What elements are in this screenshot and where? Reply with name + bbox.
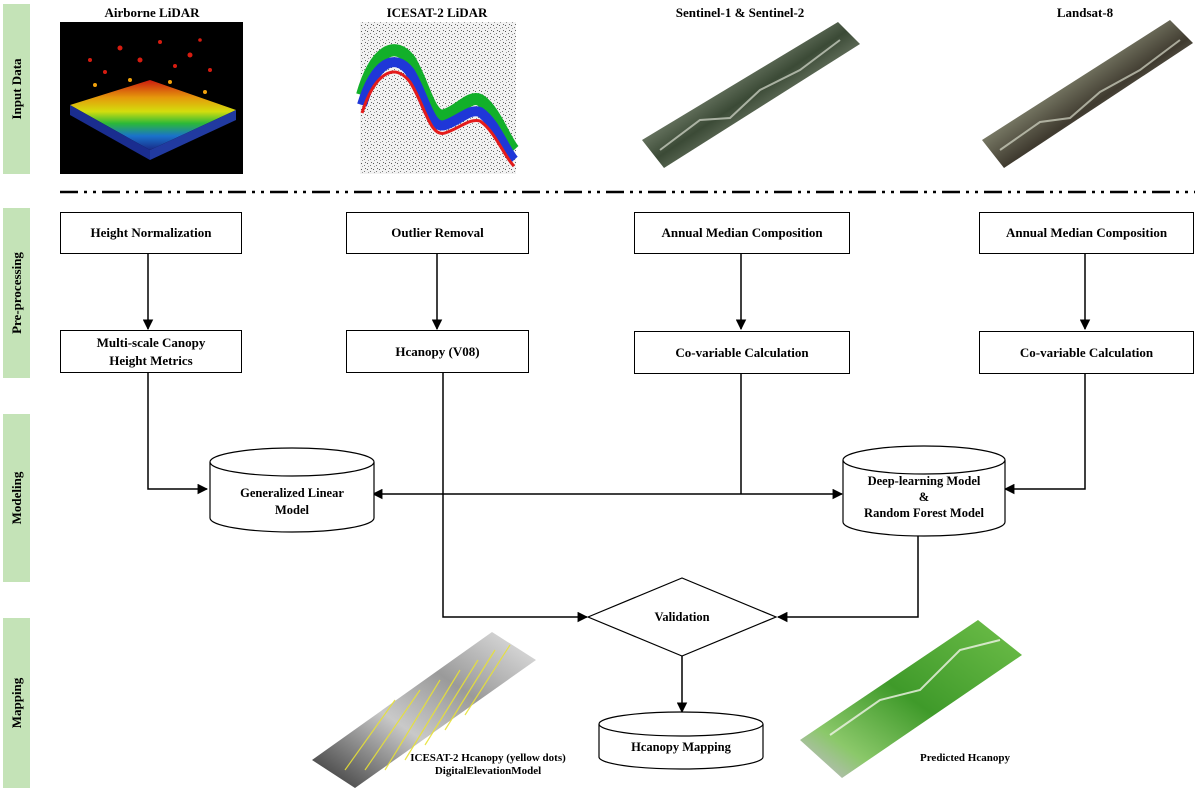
validation-diamond-shape — [586, 577, 778, 657]
predicted-hcanopy-image — [800, 620, 1022, 778]
covariable-calculation-sentinel-box: Co-variable Calculation — [634, 331, 850, 374]
dl-line-1: Deep-learning Model — [867, 474, 981, 488]
stage-band-mapping: Mapping — [3, 618, 30, 788]
hcanopy-mapping-cylinder-shape — [598, 711, 764, 770]
glm-cylinder-shape — [209, 447, 375, 533]
hcanopy-mapping-label: Hcanopy Mapping — [631, 739, 731, 754]
dl-rf-cylinder-shape — [842, 445, 1006, 537]
landsat-title: Landsat-8 — [1056, 5, 1114, 20]
covariable-calculation-landsat-box: Co-variable Calculation — [979, 331, 1194, 374]
dl-rf-label: Deep-learning Model & Random Forest Mode… — [843, 470, 1005, 524]
glm-line-1: Generalized Linear — [240, 486, 344, 500]
dem-caption-line-2: DigitalElevationModel — [434, 765, 542, 777]
stage-band-input: Input Data — [3, 4, 30, 174]
stage-band-preprocessing: Pre-processing — [3, 208, 30, 378]
icesat-lidar-title: ICESAT-2 LiDAR — [386, 5, 488, 20]
dem-caption: ICESAT-2 Hcanopy (yellow dots) DigitalEl… — [398, 752, 578, 778]
glm-label: Generalized Linear Model — [210, 478, 374, 526]
airborne-lidar-title: Airborne LiDAR — [104, 5, 200, 20]
dem-image — [312, 632, 536, 788]
stage-band-modeling: Modeling — [3, 414, 30, 582]
metrics-line-1: Multi-scale Canopy — [96, 334, 206, 350]
dl-line-2: & — [918, 490, 930, 504]
validation-label: Validation — [654, 609, 710, 624]
dem-caption-line-1: ICESAT-2 Hcanopy (yellow dots) — [410, 752, 566, 764]
annual-median-composition-landsat-box: Annual Median Composition — [979, 212, 1194, 254]
sentinel-image — [642, 22, 860, 168]
annual-median-composition-sentinel-box: Annual Median Composition — [634, 212, 850, 254]
dl-line-3: Random Forest Model — [864, 506, 984, 520]
glm-line-2: Model — [274, 503, 310, 517]
outlier-removal-box: Outlier Removal — [346, 212, 529, 254]
icesat-lidar-image — [356, 22, 519, 174]
multiscale-canopy-metrics-box: Multi-scale Canopy Height Metrics — [60, 330, 242, 373]
landsat-image — [982, 20, 1193, 168]
metrics-line-2: Height Metrics — [109, 352, 193, 368]
height-normalization-box: Height Normalization — [60, 212, 242, 254]
predicted-hcanopy-caption: Predicted Hcanopy — [920, 752, 1010, 764]
hcanopy-v08-box: Hcanopy (V08) — [346, 330, 529, 373]
sentinel-title: Sentinel-1 & Sentinel-2 — [675, 5, 805, 20]
airborne-lidar-image — [60, 22, 243, 174]
